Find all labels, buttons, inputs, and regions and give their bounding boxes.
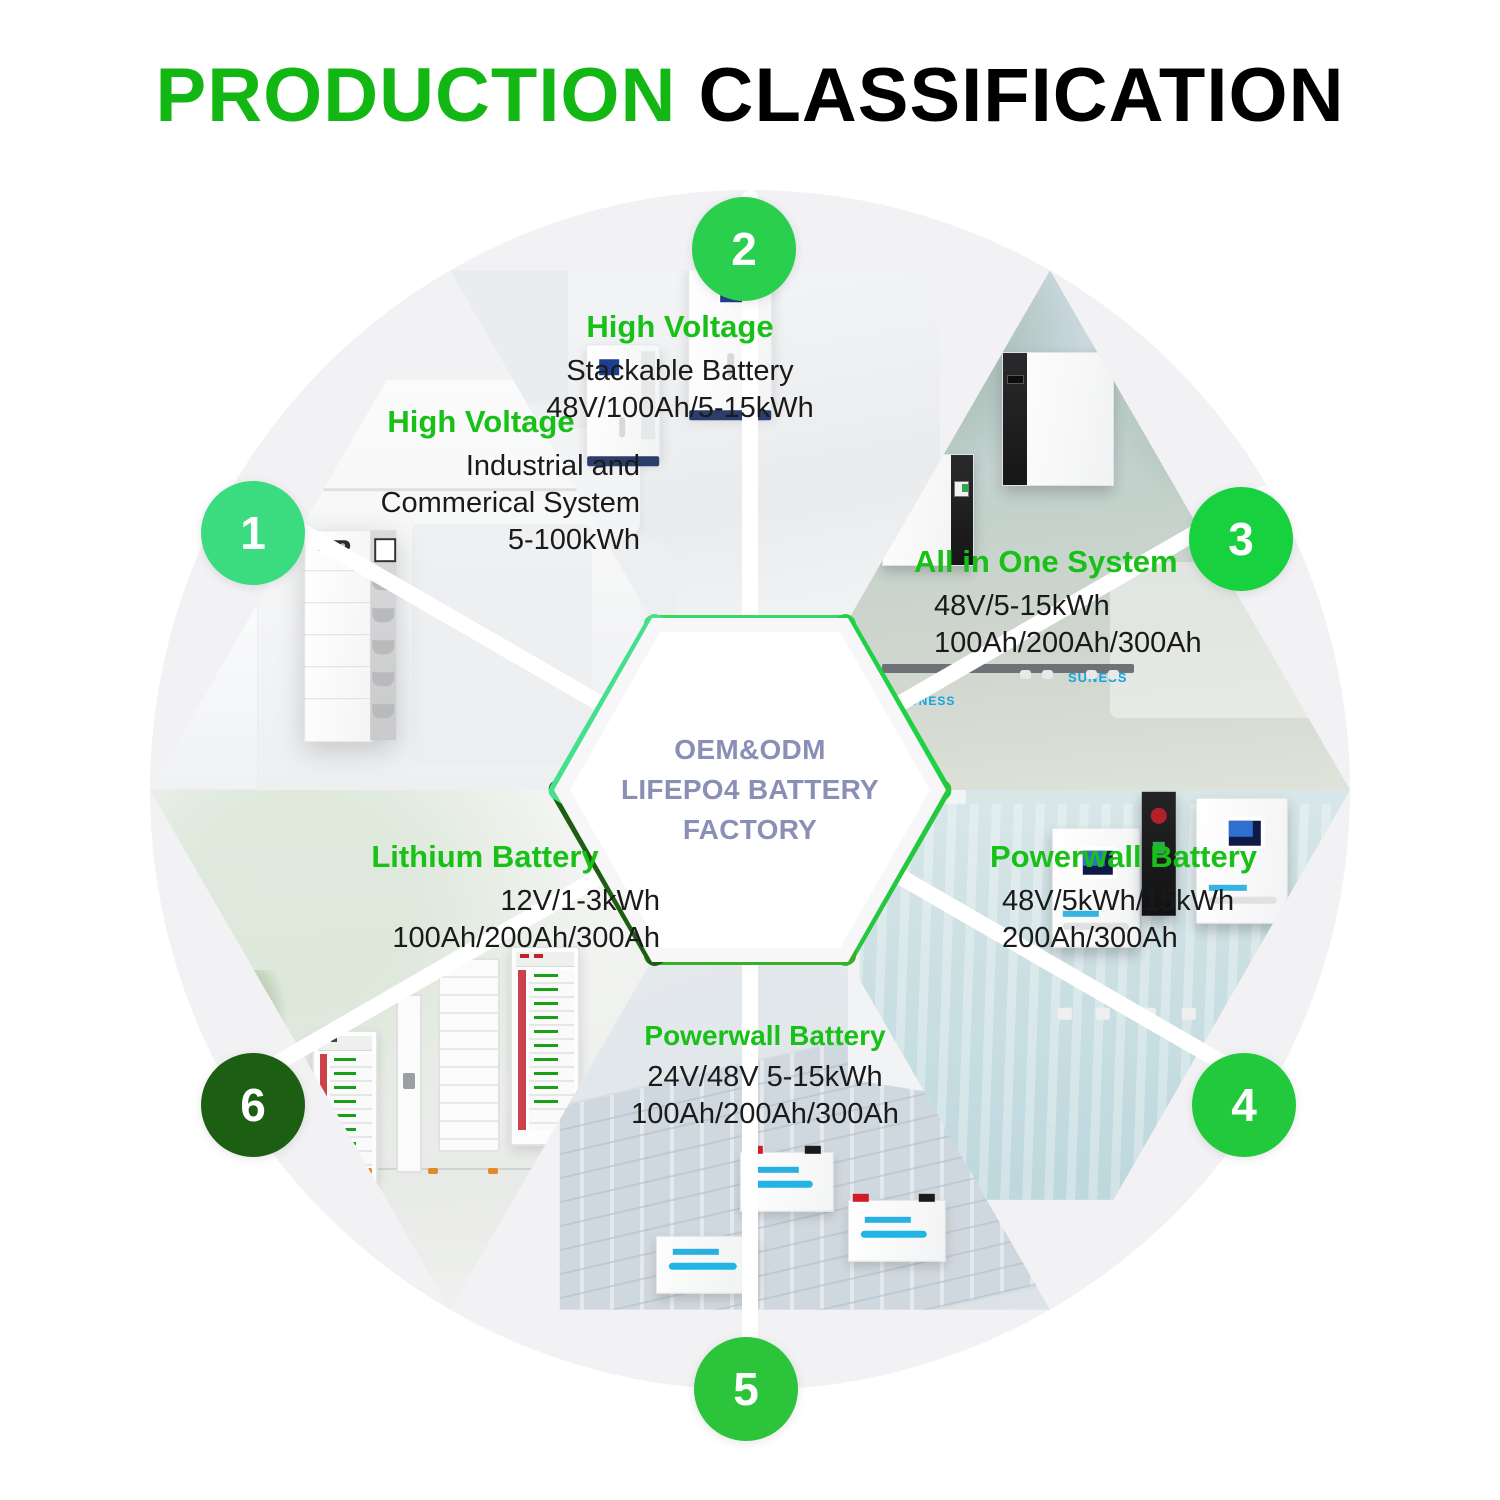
segment-4-line-2: 200Ah/300Ah: [1002, 921, 1178, 954]
segment-1-text: High Voltage Industrial and Commerical S…: [330, 404, 640, 559]
segment-3-text: All in One System 48V/5-15kWh 100Ah/200A…: [910, 544, 1240, 662]
center-line-1: OEM&ODM: [674, 734, 826, 766]
segment-6-text: Lithium Battery 12V/1-3kWh 100Ah/200Ah/3…: [250, 839, 660, 957]
hexagon-core: OEM&ODM LIFEPO4 BATTERY FACTORY: [570, 632, 930, 948]
segment-badge-3[interactable]: 3: [1189, 487, 1293, 591]
segment-4-text: Powerwall Battery 48V/5kWh/15kWh 200Ah/3…: [990, 839, 1340, 957]
segment-4-title: Powerwall Battery: [990, 839, 1258, 874]
segment-1-line-2: Commerical System: [380, 486, 640, 519]
classification-wheel: SUNESS SUNESS: [150, 190, 1350, 1390]
segment-5-line-2: 100Ah/200Ah/300Ah: [631, 1098, 899, 1131]
center-line-3: FACTORY: [682, 813, 818, 845]
center-line-2: LIFEPO4 BATTERY: [620, 774, 880, 806]
segment-2-line-2: 48V/100Ah/5-15kWh: [546, 391, 814, 424]
segment-badge-1-number: 1: [240, 507, 266, 559]
segment-badge-3-number: 3: [1228, 513, 1254, 565]
title-word-production: PRODUCTION: [155, 53, 677, 138]
segment-1-line-3: 5-100kWh: [507, 523, 640, 556]
segment-3-title: All in One System: [914, 544, 1178, 579]
segment-3-line-2: 100Ah/200Ah/300Ah: [934, 626, 1202, 659]
segment-5-title: Powerwall Battery: [644, 1020, 886, 1051]
page-title: PRODUCTION CLASSIFICATION: [0, 52, 1500, 139]
segment-2-line-1: Stackable Battery: [566, 354, 794, 387]
segment-1-title: High Voltage: [387, 404, 575, 439]
segment-3-line-1: 48V/5-15kWh: [934, 589, 1110, 622]
center-hexagon: OEM&ODM LIFEPO4 BATTERY FACTORY: [535, 575, 965, 1005]
segment-5-line-1: 24V/48V 5-15kWh: [647, 1061, 883, 1094]
segment-badge-5[interactable]: 5: [694, 1337, 798, 1441]
segment-6-line-1: 12V/1-3kWh: [500, 884, 660, 917]
segment-2-title: High Voltage: [586, 309, 774, 344]
segment-badge-6[interactable]: 6: [201, 1053, 305, 1157]
segment-badge-2[interactable]: 2: [692, 197, 796, 301]
segment-6-line-2: 100Ah/200Ah/300Ah: [392, 921, 660, 954]
segment-1-line-1: Industrial and: [465, 449, 640, 482]
segment-badge-5-number: 5: [733, 1363, 759, 1415]
center-label: OEM&ODM LIFEPO4 BATTERY FACTORY: [621, 730, 879, 849]
title-word-classification: CLASSIFICATION: [676, 53, 1345, 138]
segment-5-text: Powerwall Battery 24V/48V 5-15kWh 100Ah/…: [570, 1020, 960, 1134]
segment-badge-2-number: 2: [731, 223, 757, 275]
segment-badge-1[interactable]: 1: [201, 481, 305, 585]
segment-2-text: High Voltage Stackable Battery 48V/100Ah…: [480, 309, 880, 427]
segment-badge-4-number: 4: [1231, 1079, 1257, 1131]
segment-6-title: Lithium Battery: [371, 839, 599, 874]
segment-badge-4[interactable]: 4: [1192, 1053, 1296, 1157]
segment-badge-6-number: 6: [240, 1079, 266, 1131]
segment-4-line-1: 48V/5kWh/15kWh: [1002, 884, 1235, 917]
